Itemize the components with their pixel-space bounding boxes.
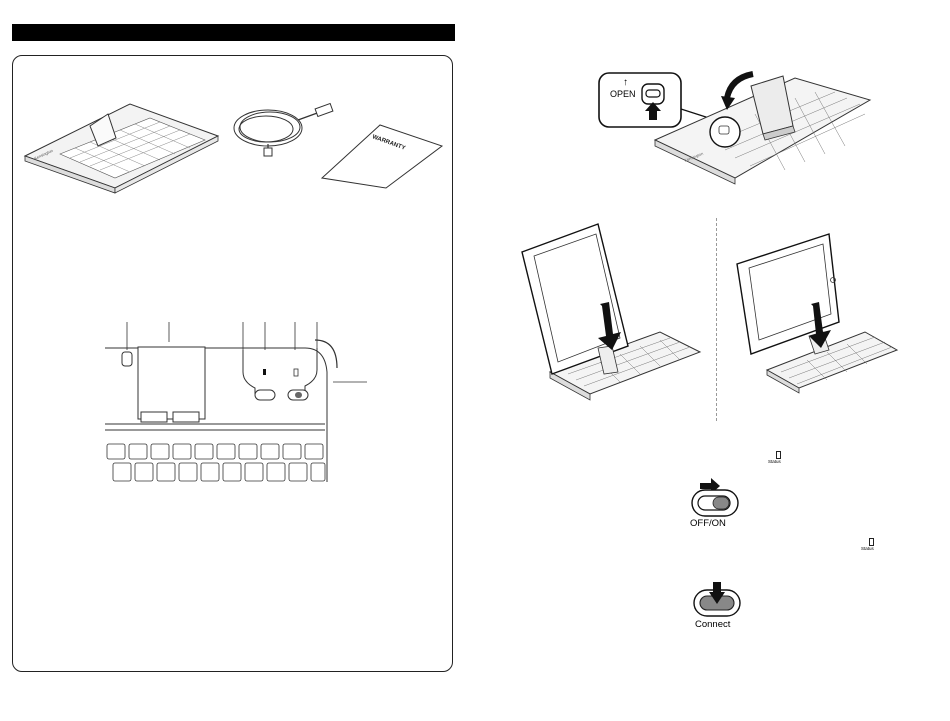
header-bar xyxy=(12,24,455,41)
keyboard-case-illustration: Kensington xyxy=(20,96,220,196)
keyboard-detail-diagram xyxy=(105,322,370,484)
tablet-portrait-insert-illustration xyxy=(520,222,700,402)
tablet-landscape-insert-illustration xyxy=(737,232,897,392)
status-label-middle: Status xyxy=(861,546,874,551)
warranty-booklet-illustration: WARRANTY xyxy=(320,120,445,190)
connect-label: Connect xyxy=(695,619,730,630)
connect-button-icon xyxy=(693,582,741,618)
divider-dashed-line xyxy=(716,218,717,421)
status-label-top: Status xyxy=(768,459,781,464)
status-light-icon-top xyxy=(776,451,781,459)
off-on-label: OFF/ON xyxy=(690,518,726,529)
status-light-icon-middle xyxy=(869,538,874,546)
open-up-arrow-icon: ↑ xyxy=(623,78,628,88)
open-label: OPEN xyxy=(610,89,636,99)
keyboard-stand-open-illustration: Kensington xyxy=(655,70,870,190)
power-switch-icon xyxy=(691,489,739,517)
